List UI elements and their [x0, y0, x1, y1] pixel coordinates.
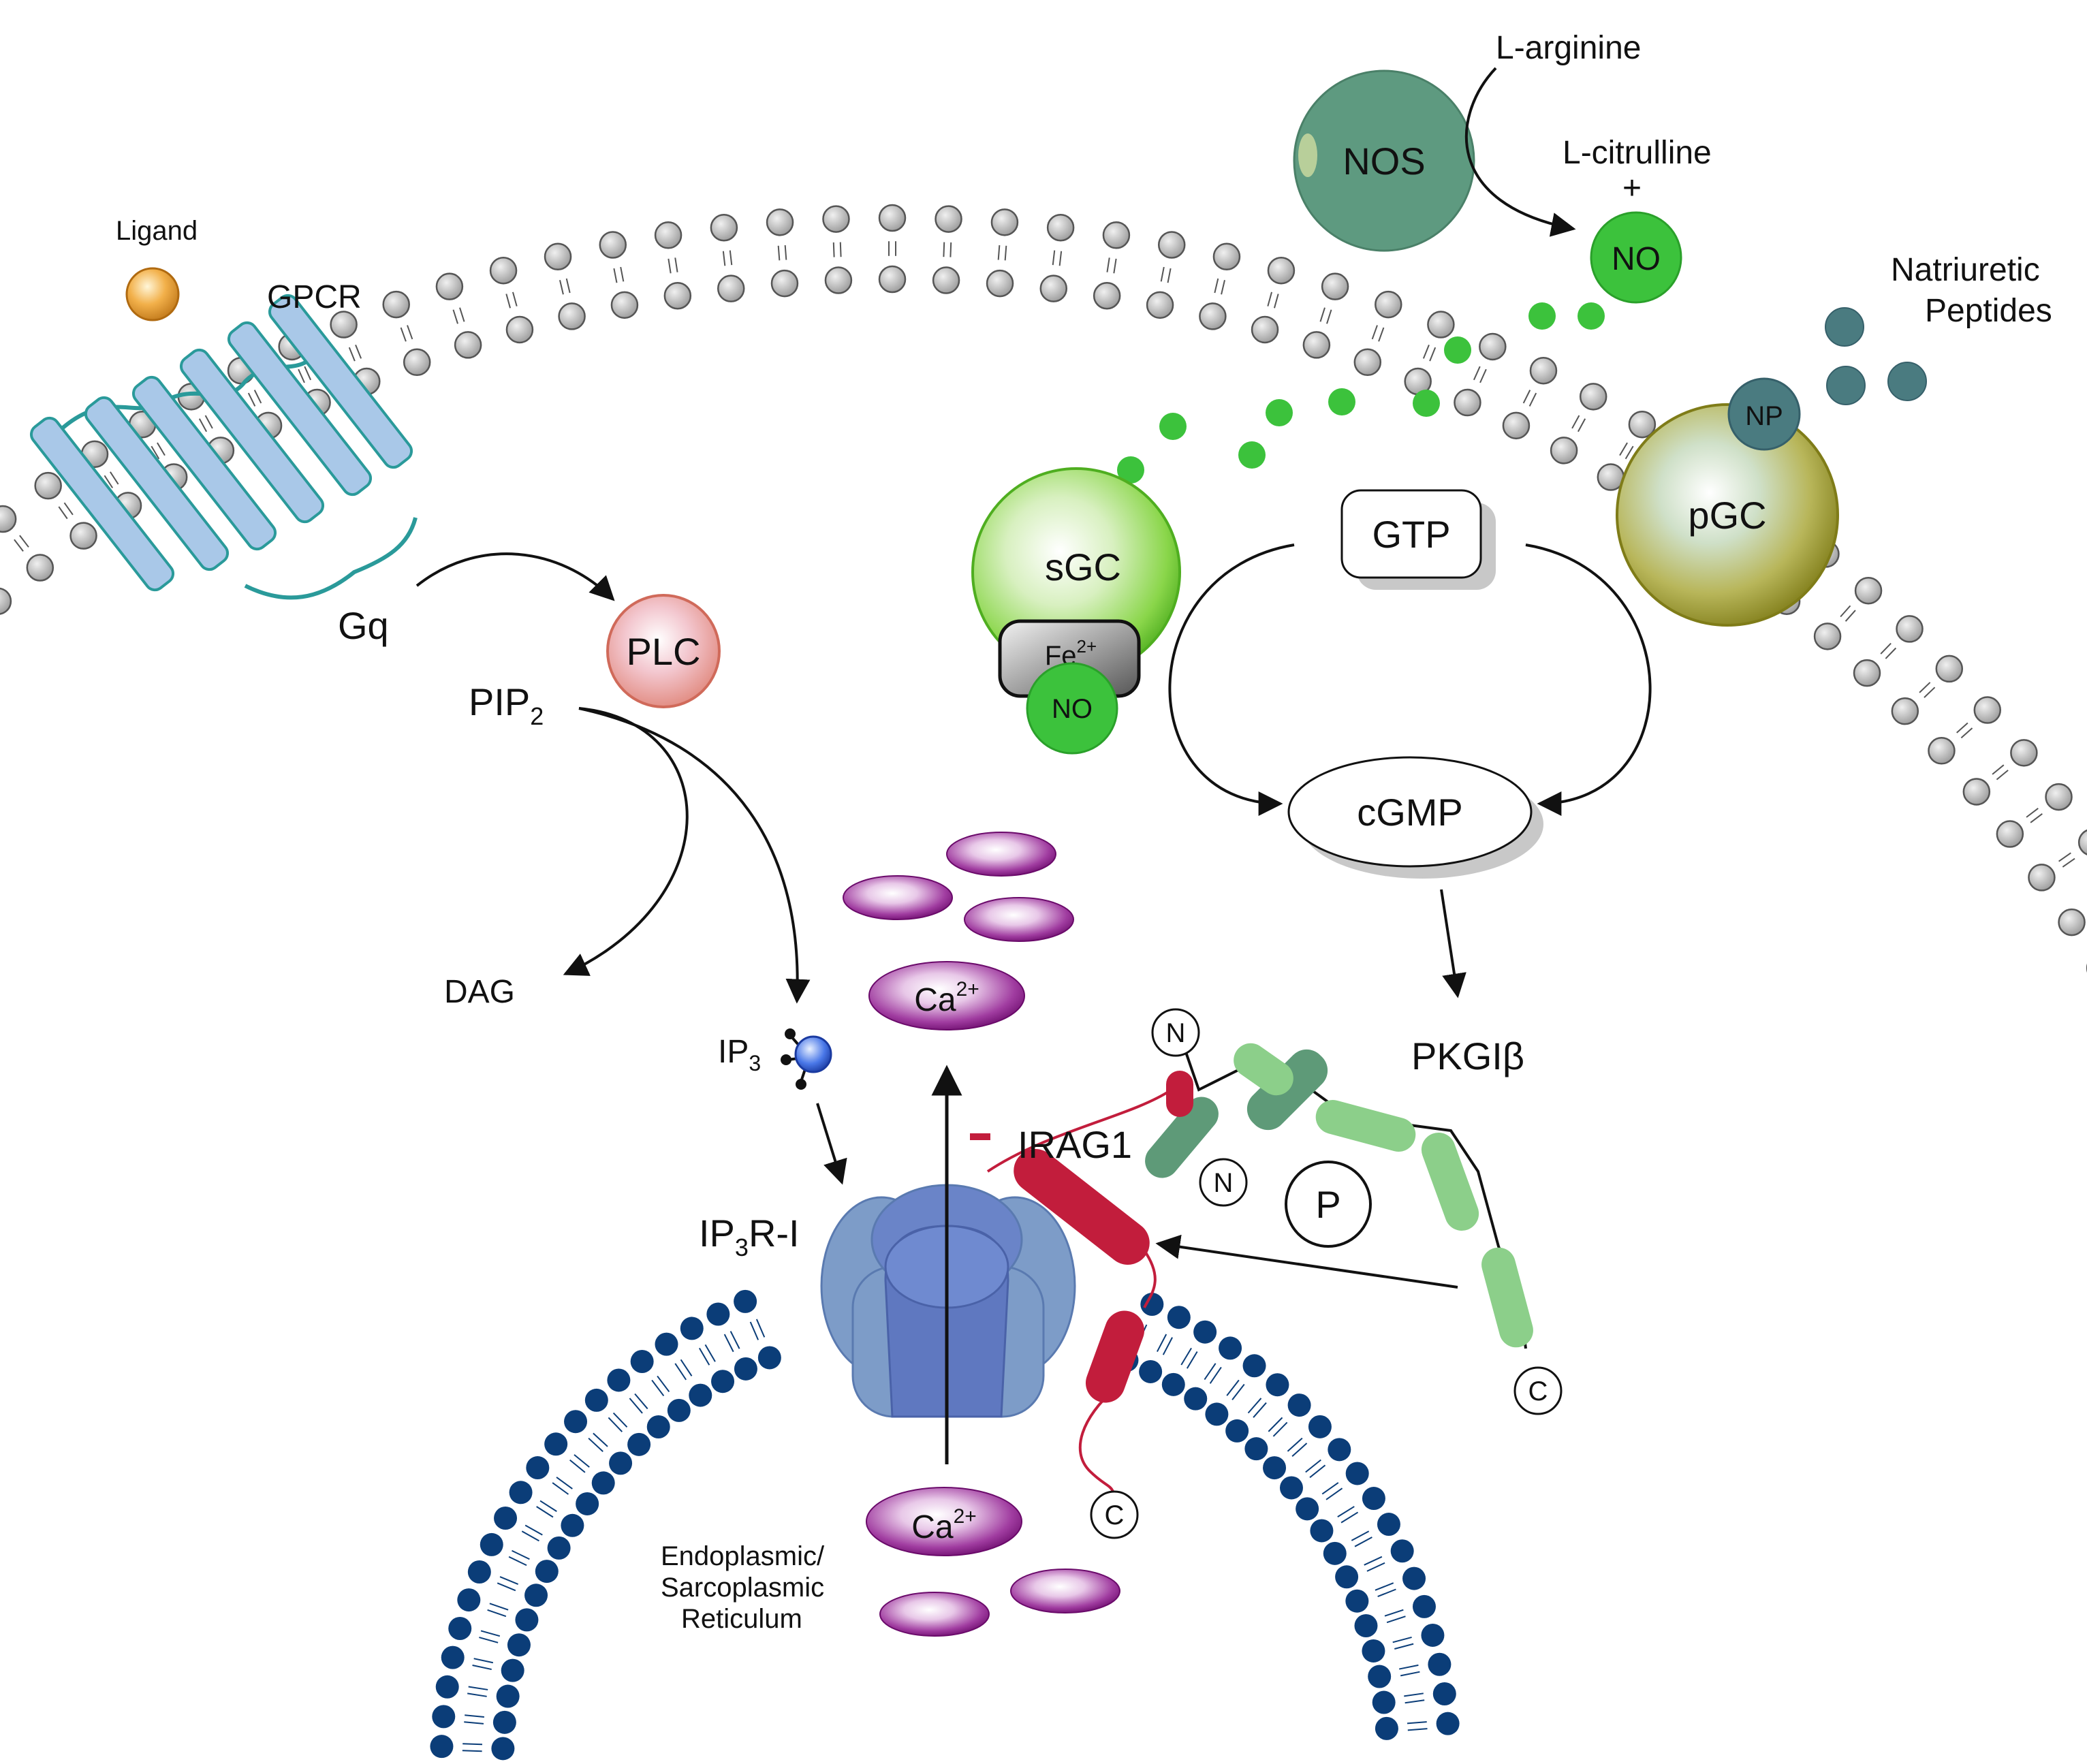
ligand-label: Ligand: [116, 216, 198, 246]
sgc-label: sGC: [1045, 546, 1121, 588]
pkg-c-terminus: C: [1513, 1366, 1563, 1415]
sgc-to-cgmp-arrow: [1168, 544, 1295, 816]
nos-reaction-arrow: [1464, 67, 1576, 237]
pkg-to-irag1-arrow: [1155, 1234, 1458, 1289]
pgc-label: pGC: [1688, 494, 1766, 537]
natriuretic-label: Natriuretic Peptides: [1891, 252, 2052, 329]
ip3r-label: IP3R-I: [699, 1212, 800, 1261]
ip3-molecule-icon: [781, 1028, 832, 1090]
no-bound-label: NO: [1052, 694, 1093, 724]
calcium-ions: [843, 832, 1120, 1637]
no-molecule: [1590, 211, 1682, 304]
gtp-box: [1340, 489, 1482, 579]
ip3-to-receptor-arrow: [816, 1103, 847, 1185]
inhibition-mark: [970, 1133, 990, 1140]
plus-label: +: [1622, 170, 1642, 206]
pip2-label: PIP2: [469, 680, 544, 730]
ligand-molecule: [125, 267, 180, 321]
er-membrane: [430, 1289, 1460, 1761]
nos-enzyme: [1293, 69, 1475, 252]
gtp-label: GTP: [1372, 513, 1450, 556]
calcium-bottom-label: Ca2+: [911, 1505, 977, 1545]
nos-label: NOS: [1343, 140, 1425, 183]
irag1-c-terminus: C: [1090, 1490, 1139, 1539]
np-bound-peptide: [1727, 377, 1801, 451]
gpcr-receptor: [29, 294, 418, 600]
gq-label: Gq: [338, 604, 389, 647]
er-label: Endoplasmic/ Sarcoplasmic Reticulum: [661, 1541, 832, 1634]
phosphorylation-marker: [1285, 1161, 1372, 1248]
l-citrulline-label: L-citrulline: [1563, 135, 1712, 171]
no-bound-heme: [1026, 662, 1118, 755]
svg-text:C: C: [1105, 1500, 1125, 1530]
pgc-receptor: [1616, 403, 1839, 627]
ip3-label: IP3: [718, 1034, 761, 1075]
svg-text:N: N: [1214, 1168, 1234, 1198]
dag-label: DAG: [444, 974, 515, 1010]
svg-text:N: N: [1166, 1018, 1186, 1048]
cgmp-to-pkg-arrow: [1440, 889, 1466, 998]
no-diffusion-dots: [1117, 302, 1605, 484]
irag1-protein: [986, 1071, 1193, 1492]
plc-enzyme: [606, 594, 721, 708]
svg-text:C: C: [1528, 1376, 1548, 1406]
pkg-protein-chain: [1145, 1043, 1533, 1349]
np-label: NP: [1745, 401, 1783, 431]
natriuretic-peptide-dots: [1825, 307, 1927, 405]
irag1-n-terminus: N: [1199, 1158, 1248, 1207]
l-arginine-label: L-arginine: [1496, 30, 1641, 66]
pkg-n-terminus: N: [1151, 1008, 1200, 1057]
gq-to-plc-arrow: [415, 552, 615, 601]
plc-label: PLC: [627, 630, 701, 673]
pgc-to-cgmp-arrow: [1525, 544, 1652, 816]
gpcr-label: GPCR: [267, 279, 362, 315]
pkg-label: PKGIβ: [1411, 1035, 1524, 1077]
calcium-top-label: Ca2+: [914, 978, 979, 1018]
cgmp-label: cGMP: [1357, 791, 1463, 834]
pip2-to-dag-arrow: [563, 707, 689, 976]
pip2-to-ip3-arrow: [578, 707, 811, 1004]
irag1-label: IRAG1: [1018, 1123, 1132, 1166]
p-label: P: [1315, 1183, 1340, 1226]
no-release-label: NO: [1612, 241, 1661, 277]
cgmp-node: [1287, 756, 1533, 868]
